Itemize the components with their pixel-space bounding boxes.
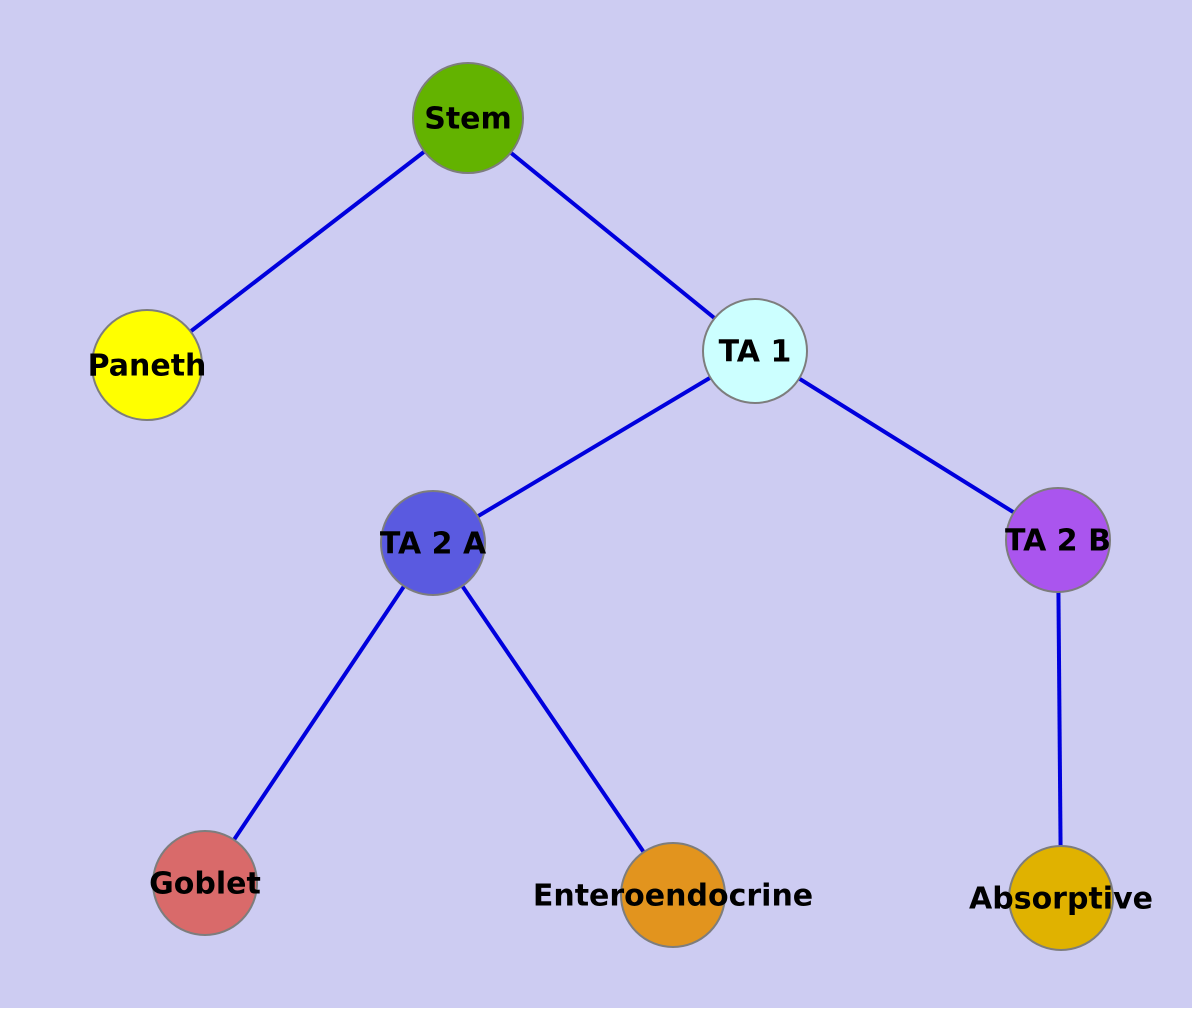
node-ta2a[interactable]: [380, 490, 486, 596]
edge-ta2a-goblet: [203, 541, 435, 885]
edge-ta2a-enteroendocrine: [431, 541, 675, 897]
edge-stem-ta1: [466, 116, 757, 353]
node-enteroendocrine[interactable]: [620, 842, 726, 948]
node-ta2b[interactable]: [1005, 487, 1111, 593]
node-stem[interactable]: [412, 62, 524, 174]
edge-ta1-ta2a: [431, 349, 757, 545]
node-goblet[interactable]: [152, 830, 258, 936]
node-paneth[interactable]: [91, 309, 203, 421]
node-ta1[interactable]: [702, 298, 808, 404]
edge-ta1-ta2b: [753, 349, 1060, 542]
edge-stem-paneth: [145, 116, 470, 367]
node-absorptive[interactable]: [1008, 845, 1114, 951]
edge-ta2b-absorptive: [1056, 539, 1063, 899]
